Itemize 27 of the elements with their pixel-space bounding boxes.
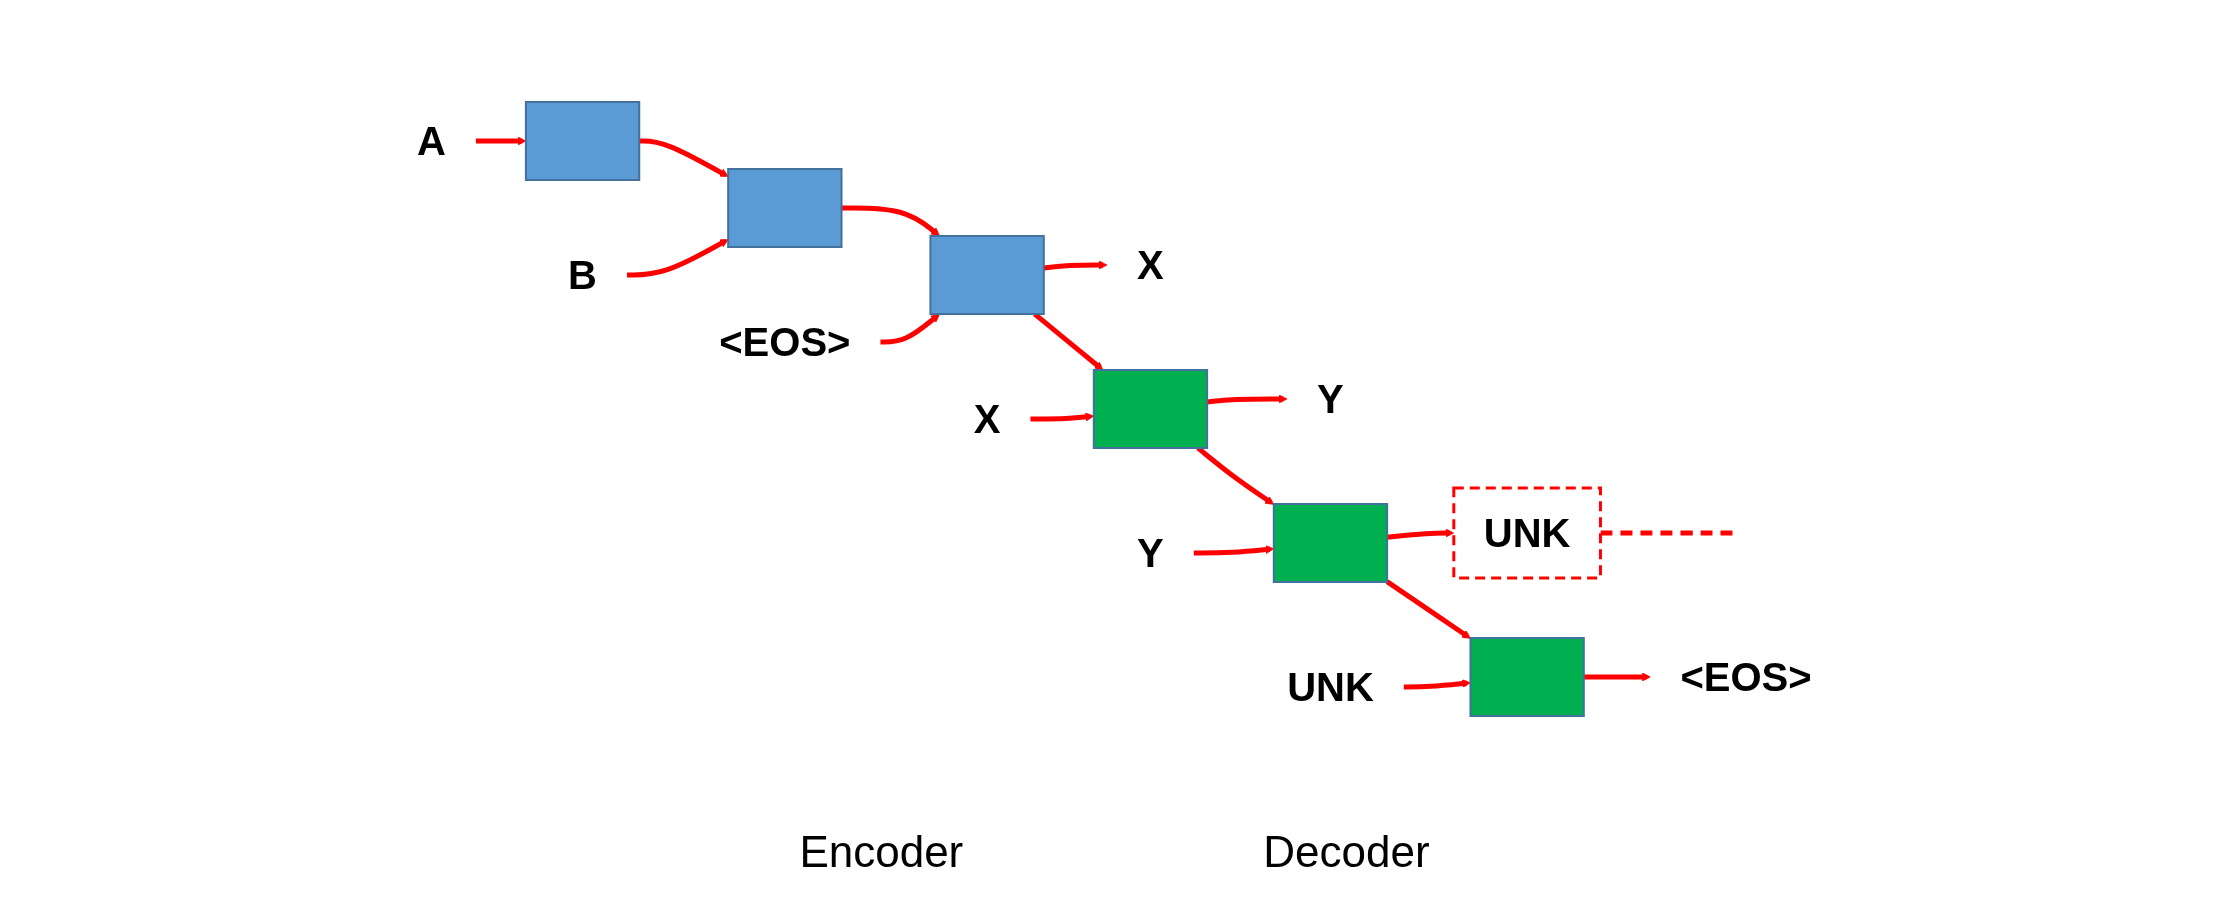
node-text: X <box>1137 242 1164 287</box>
arrow <box>1385 579 1471 639</box>
section-label: Encoder <box>799 827 964 877</box>
node-text: Y <box>1137 530 1164 575</box>
node-text: UNK <box>1287 664 1374 709</box>
node-box: UNK <box>1452 486 1603 579</box>
node-text: <EOS> <box>719 319 851 364</box>
section-label: Decoder <box>1263 827 1430 877</box>
arrow <box>1403 678 1471 689</box>
arrow <box>476 136 527 145</box>
arrow <box>1043 260 1108 271</box>
arrow <box>1207 394 1288 405</box>
node-text: X <box>973 396 1001 441</box>
node-box <box>1469 636 1585 717</box>
node-text: B <box>568 252 598 297</box>
node-text: A <box>417 118 447 163</box>
arrow <box>841 205 941 236</box>
node-box <box>727 167 843 248</box>
node-box <box>1272 502 1389 583</box>
node-text: Y <box>1317 376 1344 421</box>
arrow <box>880 313 941 344</box>
node-box <box>525 100 641 181</box>
arrow <box>627 238 729 277</box>
arrow <box>639 138 729 177</box>
node-box <box>929 234 1045 315</box>
node-text: <EOS> <box>1680 654 1812 699</box>
node-box <box>1092 368 1209 449</box>
